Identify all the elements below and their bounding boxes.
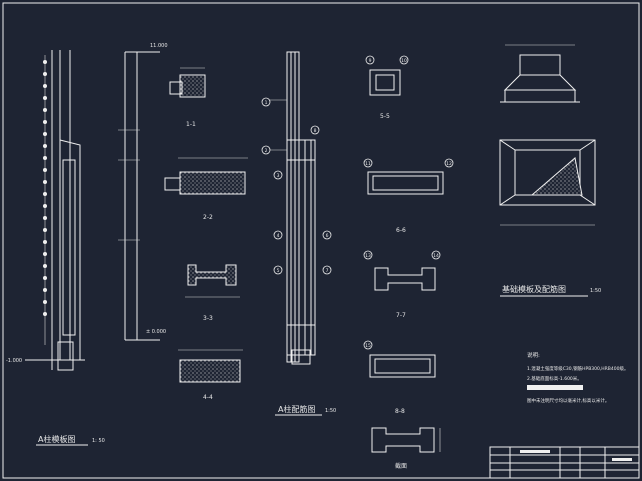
section-2-2 [164, 157, 248, 195]
rebar-callout-circle [363, 250, 373, 260]
notes-line-2: 2.基础底面标高-1.600米。 [527, 375, 582, 382]
dimension-tick [43, 108, 47, 112]
dimension-tick [43, 180, 47, 184]
rebar-callout-circle [431, 250, 441, 260]
section-3-3-label: 3-3 [203, 315, 213, 322]
section-5-5-label: 5-5 [380, 113, 390, 120]
foundation-plan [499, 139, 596, 226]
rebar-callout-number: 11 [365, 161, 371, 167]
rebar-callout-number: 1 [265, 100, 268, 106]
dimension-tick [43, 144, 47, 148]
rebar-callout-number: 5 [277, 268, 280, 274]
rebar-callout-number: 4 [277, 233, 280, 239]
section-1-1-label: 1-1 [186, 121, 196, 128]
rebar-callout-number: 10 [401, 58, 407, 64]
rebar-callout-number: 8 [314, 128, 317, 134]
column-template-title: A柱模板图 [38, 434, 75, 444]
section-7-7 [374, 267, 436, 291]
section-8-8-label: 8-8 [395, 408, 405, 415]
section-6-6 [367, 171, 444, 195]
elevation-zero-label: ± 0.000 [146, 329, 166, 335]
rebar-callout-number: 14 [433, 253, 439, 259]
notes-line-1: 1.混凝土强度等级C30,钢筋HPB300,HRB400级。 [527, 365, 628, 372]
dimension-tick [43, 60, 47, 64]
column-template-view [25, 50, 85, 371]
rebar-callout-circle [310, 125, 320, 135]
section-3-3 [185, 264, 240, 298]
dimension-tick [43, 132, 47, 136]
rebar-callout-circle [273, 230, 283, 240]
section-7-7-label: 7-7 [396, 312, 406, 319]
rebar-callout-number: 3 [277, 173, 280, 179]
dimension-tick [43, 312, 47, 316]
column-template-scale: 1: 50 [92, 438, 105, 444]
foundation-hatch [530, 157, 583, 196]
rebar-callout-number: 6 [326, 233, 329, 239]
dimension-tick [43, 240, 47, 244]
rebar-callout-number: 9 [369, 58, 372, 64]
rebar-callout-number: 2 [265, 148, 268, 154]
dimension-tick [43, 252, 47, 256]
rebar-callout-circle [273, 170, 283, 180]
column-rebar-title: A柱配筋图 [278, 404, 315, 414]
dimension-tick [43, 300, 47, 304]
elevation-bottom-label: -1.000 [6, 358, 22, 364]
dimension-tick [43, 264, 47, 268]
rebar-callout-circle [273, 265, 283, 275]
column-rebar-view [270, 51, 316, 365]
notes-bar [527, 385, 583, 390]
section-1-1 [169, 67, 206, 98]
rebar-callout-circle [261, 97, 271, 107]
elevation-dimension-line [118, 51, 160, 341]
rebar-callout-circle [322, 265, 332, 275]
section-4-4 [178, 349, 243, 383]
dimension-tick [43, 84, 47, 88]
bottom-detail-section [371, 427, 441, 453]
foundation-scale: 1:50 [590, 288, 601, 294]
dimension-tick [43, 192, 47, 196]
dimension-tick [43, 120, 47, 124]
rebar-callout-circle [261, 145, 271, 155]
title-block [489, 446, 640, 479]
dimension-tick [43, 276, 47, 280]
rebar-callout-circle [322, 230, 332, 240]
section-5-5 [369, 69, 401, 96]
rebar-callout-circle [365, 55, 375, 65]
dimension-tick [43, 156, 47, 160]
rebar-callout-circle [363, 158, 373, 168]
section-4-4-label: 4-4 [203, 394, 213, 401]
dimension-tick [43, 216, 47, 220]
section-2-2-label: 2-2 [203, 214, 213, 221]
rebar-callout-number: 7 [326, 268, 329, 274]
dimension-tick [43, 96, 47, 100]
dimension-tick [43, 288, 47, 292]
dimension-tick [43, 72, 47, 76]
notes-heading: 说明: [527, 351, 540, 359]
section-8-8 [369, 354, 436, 378]
dimension-tick [43, 204, 47, 208]
dimension-tick [43, 168, 47, 172]
dimension-tick [43, 228, 47, 232]
rebar-callout-circle [399, 55, 409, 65]
bottom-detail-label: 截面 [395, 462, 407, 470]
elevation-top-label: 11.000 [150, 43, 168, 49]
rebar-callout-number: 15 [365, 343, 371, 349]
rebar-callout-number: 13 [365, 253, 371, 259]
rebar-callout-circle [444, 158, 454, 168]
rebar-callout-number: 12 [446, 161, 452, 167]
notes-line-3: 图中未注明尺寸均以毫米计,标高以米计。 [527, 397, 609, 404]
column-rebar-scale: 1:50 [325, 408, 336, 414]
section-6-6-label: 6-6 [396, 227, 406, 234]
foundation-elevation [500, 44, 580, 103]
rebar-callout-circle [363, 340, 373, 350]
foundation-title: 基础模板及配筋图 [502, 284, 566, 294]
template-dimension-ticks [43, 60, 47, 316]
